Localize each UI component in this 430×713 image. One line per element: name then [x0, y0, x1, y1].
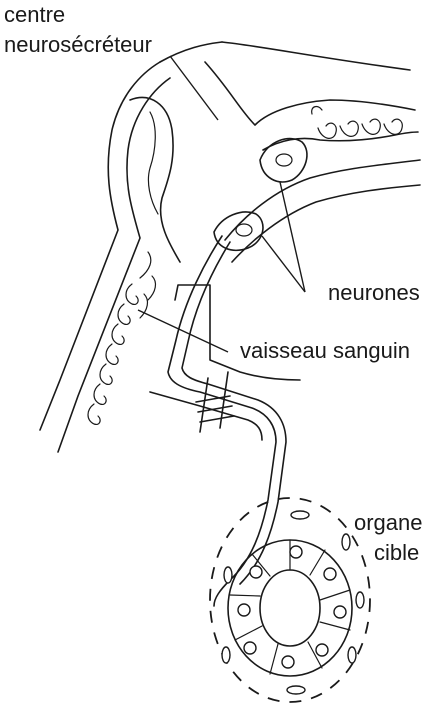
vessel-bar-left [200, 378, 208, 432]
center-body [130, 98, 180, 262]
label-centre-line1: centre [4, 2, 65, 28]
brain-upper-contour [160, 42, 222, 62]
label-vaisseau-sanguin: vaisseau sanguin [240, 338, 410, 364]
right-capillary-loops [312, 107, 403, 139]
neuron-right-nucleus [276, 154, 292, 166]
right-band-bottom [232, 185, 420, 262]
axon-track-inner [182, 242, 286, 584]
target-organ-capsule [210, 498, 370, 702]
interstitial-cells [222, 511, 364, 694]
vessel-wall-upper [175, 285, 300, 380]
label-neurones: neurones [328, 280, 420, 306]
capillary-loops [88, 252, 155, 424]
right-band-outer [205, 62, 415, 125]
label-organe: organe [354, 510, 423, 536]
neuron-left-nucleus [236, 224, 252, 236]
vessel-cuff-3 [200, 416, 234, 422]
label-cible: cible [374, 540, 419, 566]
left-wall-inner [58, 78, 170, 452]
center-body-fold [148, 112, 158, 214]
pointer-centre [170, 56, 218, 120]
label-centre-line2: neurosécréteur [4, 32, 152, 58]
target-organ-nuclei [238, 546, 346, 668]
neuron-left [214, 212, 263, 250]
axon-track-outer [168, 236, 276, 606]
vessel-wall-lower [150, 392, 262, 440]
brain-outer-contour [222, 42, 410, 70]
neuron-right [260, 139, 307, 182]
